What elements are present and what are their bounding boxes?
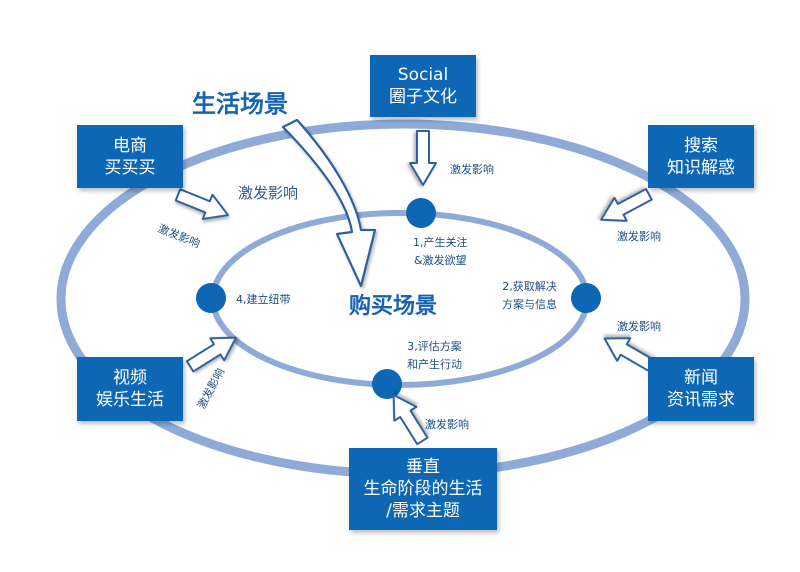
influence-label-social: 激发影响: [450, 163, 494, 176]
stage-dot-2: [571, 283, 601, 313]
box-vertical: 垂直 生命阶段的生活 /需求主题: [349, 448, 497, 530]
arrow-social: [409, 130, 437, 186]
box-news: 新闻 资讯需求: [648, 357, 754, 421]
box-social: Social 圈子文化: [370, 55, 476, 117]
box-video: 视频 娱乐生活: [77, 357, 183, 421]
influence-label-vertical: 激发影响: [425, 418, 469, 431]
box-video-line2: 娱乐生活: [96, 390, 164, 410]
stage-label-3: 3,评估方案 和产生行动: [407, 340, 462, 372]
box-social-line2: 圈子文化: [389, 87, 457, 107]
arrow-video: [185, 336, 237, 373]
stage-label-2: 2,获取解决 方案与信息: [502, 280, 557, 312]
stage-label-1-line2: &激发欲望: [413, 254, 467, 267]
box-news-line2: 资讯需求: [667, 390, 735, 410]
box-search-line1: 搜索: [684, 135, 718, 156]
stage-label-2-line1: 2,获取解决: [502, 280, 557, 293]
stage-dot-3: [372, 369, 402, 399]
box-ecommerce: 电商 买买买: [77, 125, 183, 188]
box-vertical-line1: 垂直: [406, 457, 440, 477]
stage-label-1: 1,产生关注 &激发欲望: [413, 236, 468, 268]
box-ecommerce-line1: 电商: [113, 135, 147, 156]
influence-label-news: 激发影响: [617, 320, 661, 333]
box-vertical-line3: /需求主题: [386, 501, 460, 521]
stage-dot-1: [406, 198, 436, 228]
arrow-vertical: [392, 394, 429, 446]
stage-dot-4: [196, 283, 226, 313]
box-ecommerce-line2: 买买买: [104, 157, 156, 178]
big-arrow-label: 激发影响: [238, 184, 299, 202]
stage-label-2-line2: 方案与信息: [502, 298, 557, 311]
stage-label-4: 4,建立纽带: [236, 293, 291, 306]
box-video-line1: 视频: [113, 368, 147, 388]
stage-label-3-line1: 3,评估方案: [407, 340, 462, 353]
outer-title: 生活场景: [192, 90, 288, 118]
box-vertical-line2: 生命阶段的生活: [363, 479, 483, 499]
stage-label-1-line1: 1,产生关注: [413, 236, 468, 249]
influence-label-search: 激发影响: [617, 230, 661, 243]
box-news-line1: 新闻: [684, 368, 718, 388]
big-curved-arrow: [281, 118, 377, 288]
arrow-search: [600, 188, 653, 222]
stage-label-3-line2: 和产生行动: [407, 358, 462, 371]
box-search-line2: 知识解惑: [667, 157, 735, 178]
box-search: 搜索 知识解惑: [648, 125, 754, 188]
box-social-line1: Social: [397, 65, 449, 85]
inner-title: 购买场景: [349, 294, 438, 319]
arrow-ecommerce: [174, 188, 230, 220]
